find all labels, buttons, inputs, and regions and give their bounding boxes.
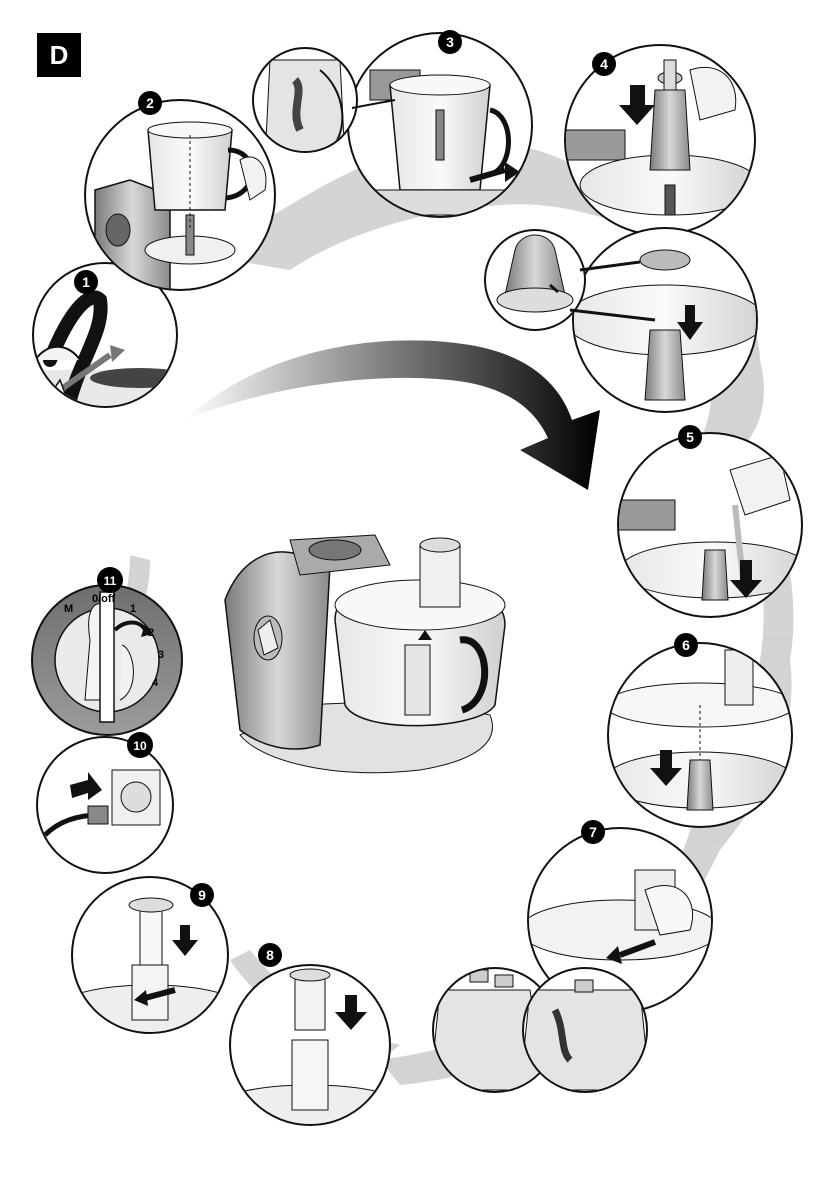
dial-label-4: 4	[152, 677, 159, 689]
svg-text:5: 5	[686, 429, 694, 445]
step-10-panel	[37, 737, 173, 873]
step-badge-10: 10	[127, 732, 153, 758]
step-2-panel	[85, 100, 275, 290]
step-badge-7: 7	[581, 820, 605, 844]
svg-text:3: 3	[446, 34, 454, 50]
svg-text:10: 10	[133, 739, 147, 753]
svg-text:8: 8	[266, 947, 274, 963]
step-6-panel	[605, 643, 795, 827]
step-badge-9: 9	[190, 883, 214, 907]
dial-label-m: M	[64, 603, 73, 615]
step-badge-1: 1	[74, 270, 98, 294]
step-8-panel	[210, 965, 410, 1135]
step-3-panel	[253, 33, 532, 217]
step-11-panel: M 0/off 1 2 3 4	[32, 585, 182, 735]
step-4-panel	[565, 45, 760, 235]
svg-text:11: 11	[104, 574, 117, 588]
svg-text:4: 4	[600, 56, 608, 72]
step-badge-11: 11	[97, 567, 123, 593]
step-9-panel	[55, 877, 245, 1035]
step-badge-8: 8	[258, 943, 282, 967]
curved-arrow	[185, 340, 600, 490]
food-processor-main	[225, 535, 505, 773]
svg-text:7: 7	[589, 824, 597, 840]
dial-label-3: 3	[158, 649, 164, 661]
svg-text:2: 2	[146, 95, 154, 111]
step-badge-4: 4	[592, 52, 616, 76]
dial-label-1: 1	[130, 603, 136, 615]
svg-text:9: 9	[198, 887, 206, 903]
dial-label-2: 2	[148, 627, 154, 639]
dial-label-off: 0/off	[92, 593, 116, 605]
step-badge-2: 2	[138, 91, 162, 115]
step-badge-3: 3	[438, 30, 462, 54]
step-badge-6: 6	[674, 633, 698, 657]
svg-text:6: 6	[682, 637, 690, 653]
svg-text:1: 1	[82, 274, 90, 290]
step-badge-5: 5	[678, 425, 702, 449]
step-7-panel	[430, 828, 720, 1092]
